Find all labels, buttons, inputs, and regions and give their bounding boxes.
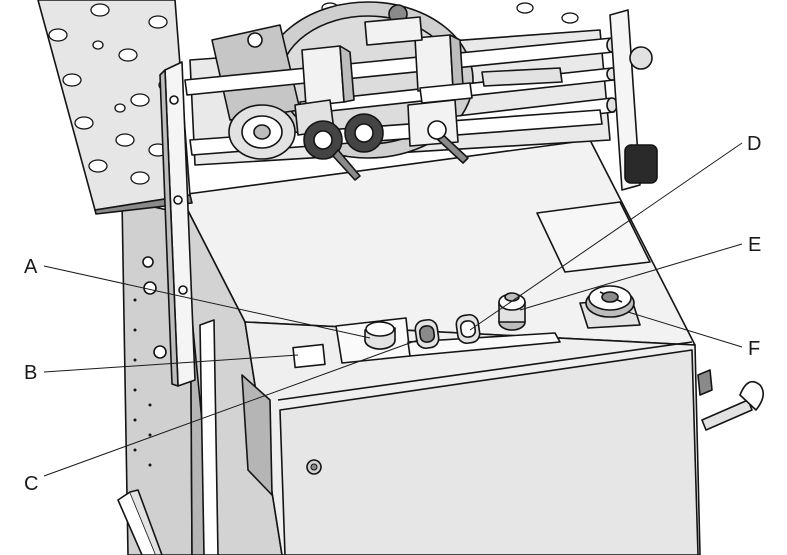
perforated-table: [37, 0, 582, 215]
side-brackets: [142, 9, 658, 387]
label-plate: [536, 201, 651, 273]
rocker-switch-1-icon: [414, 318, 440, 350]
leader-b: [43, 354, 299, 373]
adjustment-knobs: [303, 113, 469, 181]
callout-e: E: [748, 234, 761, 256]
cabinet: [179, 139, 701, 555]
start-button-icon: [364, 321, 396, 350]
callout-f: F: [748, 338, 760, 360]
crank-handle: [697, 369, 764, 431]
main-switch-icon: [579, 285, 641, 329]
leader-f: [627, 311, 743, 348]
indicator-lamp: [292, 343, 326, 369]
leader-e: [519, 243, 743, 311]
callout-b: B: [24, 362, 37, 384]
leader-lines: [43, 142, 743, 477]
emergency-stop-icon: [498, 292, 526, 331]
callout-c: C: [24, 473, 38, 495]
pulley-wheel: [228, 104, 296, 160]
leader-a: [43, 265, 371, 339]
callout-d: D: [747, 133, 761, 155]
guide-rods: [184, 37, 618, 156]
rocker-switch-2-icon: [455, 313, 481, 345]
callout-a: A: [24, 256, 38, 278]
bottom-left-handle: [117, 489, 163, 555]
leader-c: [43, 339, 419, 477]
leader-d: [469, 142, 743, 331]
hand-wheel-icon: [624, 144, 658, 184]
